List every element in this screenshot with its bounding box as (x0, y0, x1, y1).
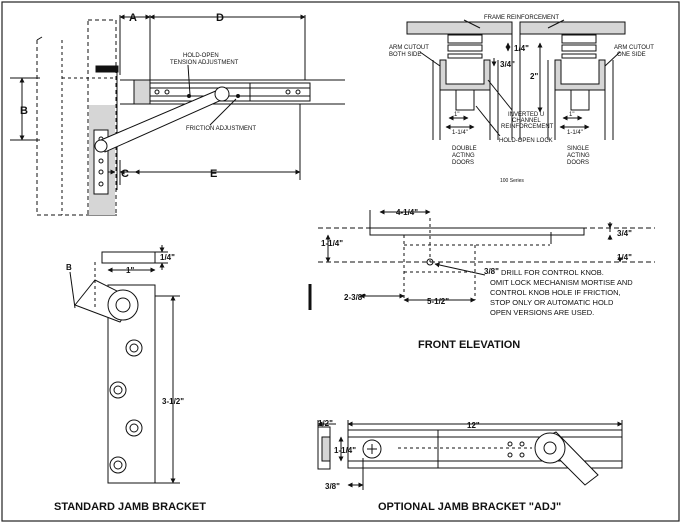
plan-view (10, 14, 345, 216)
optional-bracket-title: OPTIONAL JAMB BRACKET "ADJ" (378, 501, 561, 513)
drill-note-2: OMIT LOCK MECHANISM MORTISE AND (490, 278, 633, 287)
standard-bracket-title: STANDARD JAMB BRACKET (54, 501, 206, 513)
dim-one-inch-right: 1" (569, 112, 574, 118)
drill-note-4: STOP ONLY OR AUTOMATIC HOLD (490, 298, 614, 307)
dim-e: E (210, 168, 217, 180)
hold-open-lock-label: HOLD-OPEN LOCK (499, 138, 553, 144)
dim-1-quarter-opt: 1-1/4" (334, 446, 356, 455)
double-acting-label-1: DOUBLE (452, 146, 477, 152)
dim-half: 1/2" (318, 419, 333, 428)
dim-quarter-fe: 1/4" (617, 253, 632, 262)
dim-3-half-bracket: 3-1/2" (162, 397, 184, 406)
dim-d: D (216, 12, 224, 24)
dim-one-inch-left: 1" (454, 112, 459, 118)
dim-1-quarter-fe: 1-1/4" (321, 239, 343, 248)
dim-one-bracket: 1" (126, 266, 134, 275)
drill-note-3: CONTROL KNOB HOLE IF FRICTION, (490, 288, 621, 297)
dim-three-eighths-opt: 3/8" (325, 482, 340, 491)
friction-label: FRICTION ADJUSTMENT (186, 126, 256, 132)
dim-b: B (20, 105, 28, 117)
hold-open-label-1: HOLD-OPEN (183, 53, 219, 59)
dim-twelve: 12" (467, 421, 480, 430)
front-elevation-view (308, 209, 655, 310)
double-acting-label-3: DOORS (452, 160, 474, 166)
dim-quarter-bracket: 1/4" (160, 253, 175, 262)
optional-bracket-view (317, 420, 623, 490)
arm-cutout-both-label-1: ARM CUTOUT (389, 45, 429, 51)
single-acting-label-3: DOORS (567, 160, 589, 166)
series-label: 100 Series (500, 178, 524, 184)
single-acting-label-2: ACTING (567, 153, 590, 159)
dim-c: C (121, 168, 129, 180)
inverted-u-label-3: REINFORCEMENT (501, 124, 554, 130)
arm-cutout-one-label-1: ARM CUTOUT (614, 45, 654, 51)
section-view (406, 19, 626, 140)
dim-two-inch: 2" (530, 72, 538, 81)
dim-three-quarter-fe: 3/4" (617, 229, 632, 238)
dim-5-half: 5-1/2" (427, 297, 449, 306)
dim-b-bracket: B (66, 263, 72, 272)
dim-4-quarter: 4-1/4" (396, 208, 418, 217)
drill-note-1: DRILL FOR CONTROL KNOB. (501, 268, 604, 277)
dim-three-eighths-fe: 3/8" (484, 267, 499, 276)
dim-a: A (129, 12, 137, 24)
dim-quarter-inch: 1/4" (514, 44, 529, 53)
front-elevation-title: FRONT ELEVATION (418, 339, 520, 351)
dim-2-3-8: 2-3/8" (344, 293, 366, 302)
dim-three-quarter-inch: 3/4" (500, 60, 515, 69)
double-acting-label-2: ACTING (452, 153, 475, 159)
dim-one-quarter-left: 1-1/4" (452, 130, 468, 136)
inverted-u-label-2: CHANNEL (512, 118, 541, 124)
drill-note-5: OPEN VERSIONS ARE USED. (490, 308, 594, 317)
frame-reinforcement-label: FRAME REINFORCEMENT (484, 15, 559, 21)
hold-open-label-2: TENSION ADJUSTMENT (170, 60, 239, 66)
arm-cutout-both-label-2: BOTH SIDE (389, 52, 421, 58)
single-acting-label-1: SINGLE (567, 146, 589, 152)
inverted-u-label-1: INVERTED U (508, 112, 544, 118)
arm-cutout-one-label-2: ONE SIDE (617, 52, 646, 58)
standard-bracket-view (69, 245, 180, 484)
dim-one-quarter-right: 1-1/4" (567, 130, 583, 136)
